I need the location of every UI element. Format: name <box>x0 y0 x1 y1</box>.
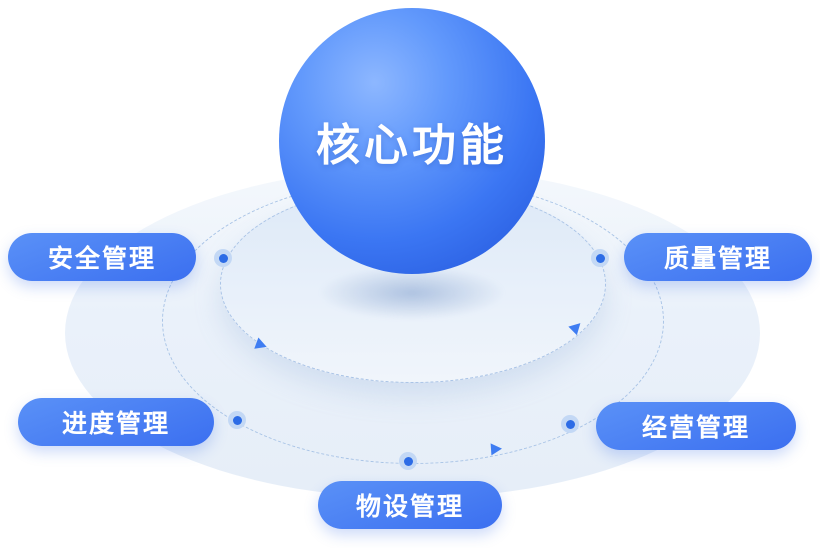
node-pill-safety[interactable]: 安全管理 <box>8 233 196 281</box>
orbit-node-dot-operations <box>561 415 579 433</box>
dot-core <box>565 419 575 429</box>
orbit-node-dot-safety <box>214 249 232 267</box>
node-pill-quality[interactable]: 质量管理 <box>624 233 812 281</box>
core-sphere: 核心功能 <box>279 8 545 274</box>
node-pill-operations[interactable]: 经营管理 <box>596 402 796 450</box>
node-pill-progress[interactable]: 进度管理 <box>18 398 214 446</box>
dot-core <box>232 415 242 425</box>
orbit-node-dot-equipment <box>399 452 417 470</box>
dot-core <box>595 253 605 263</box>
node-pill-label: 经营管理 <box>641 414 750 442</box>
sphere-shadow <box>318 266 506 320</box>
orbit-node-dot-quality <box>591 249 609 267</box>
orbit-arrow-icon <box>490 442 503 456</box>
dot-core <box>218 253 228 263</box>
node-pill-label: 物设管理 <box>355 493 464 521</box>
core-sphere-label: 核心功能 <box>316 121 508 170</box>
orbit-node-dot-progress <box>228 411 246 429</box>
node-pill-label: 进度管理 <box>61 410 170 438</box>
node-pill-label: 质量管理 <box>663 245 772 273</box>
node-pill-equipment[interactable]: 物设管理 <box>318 481 502 529</box>
dot-core <box>403 456 413 466</box>
node-pill-label: 安全管理 <box>47 245 156 273</box>
